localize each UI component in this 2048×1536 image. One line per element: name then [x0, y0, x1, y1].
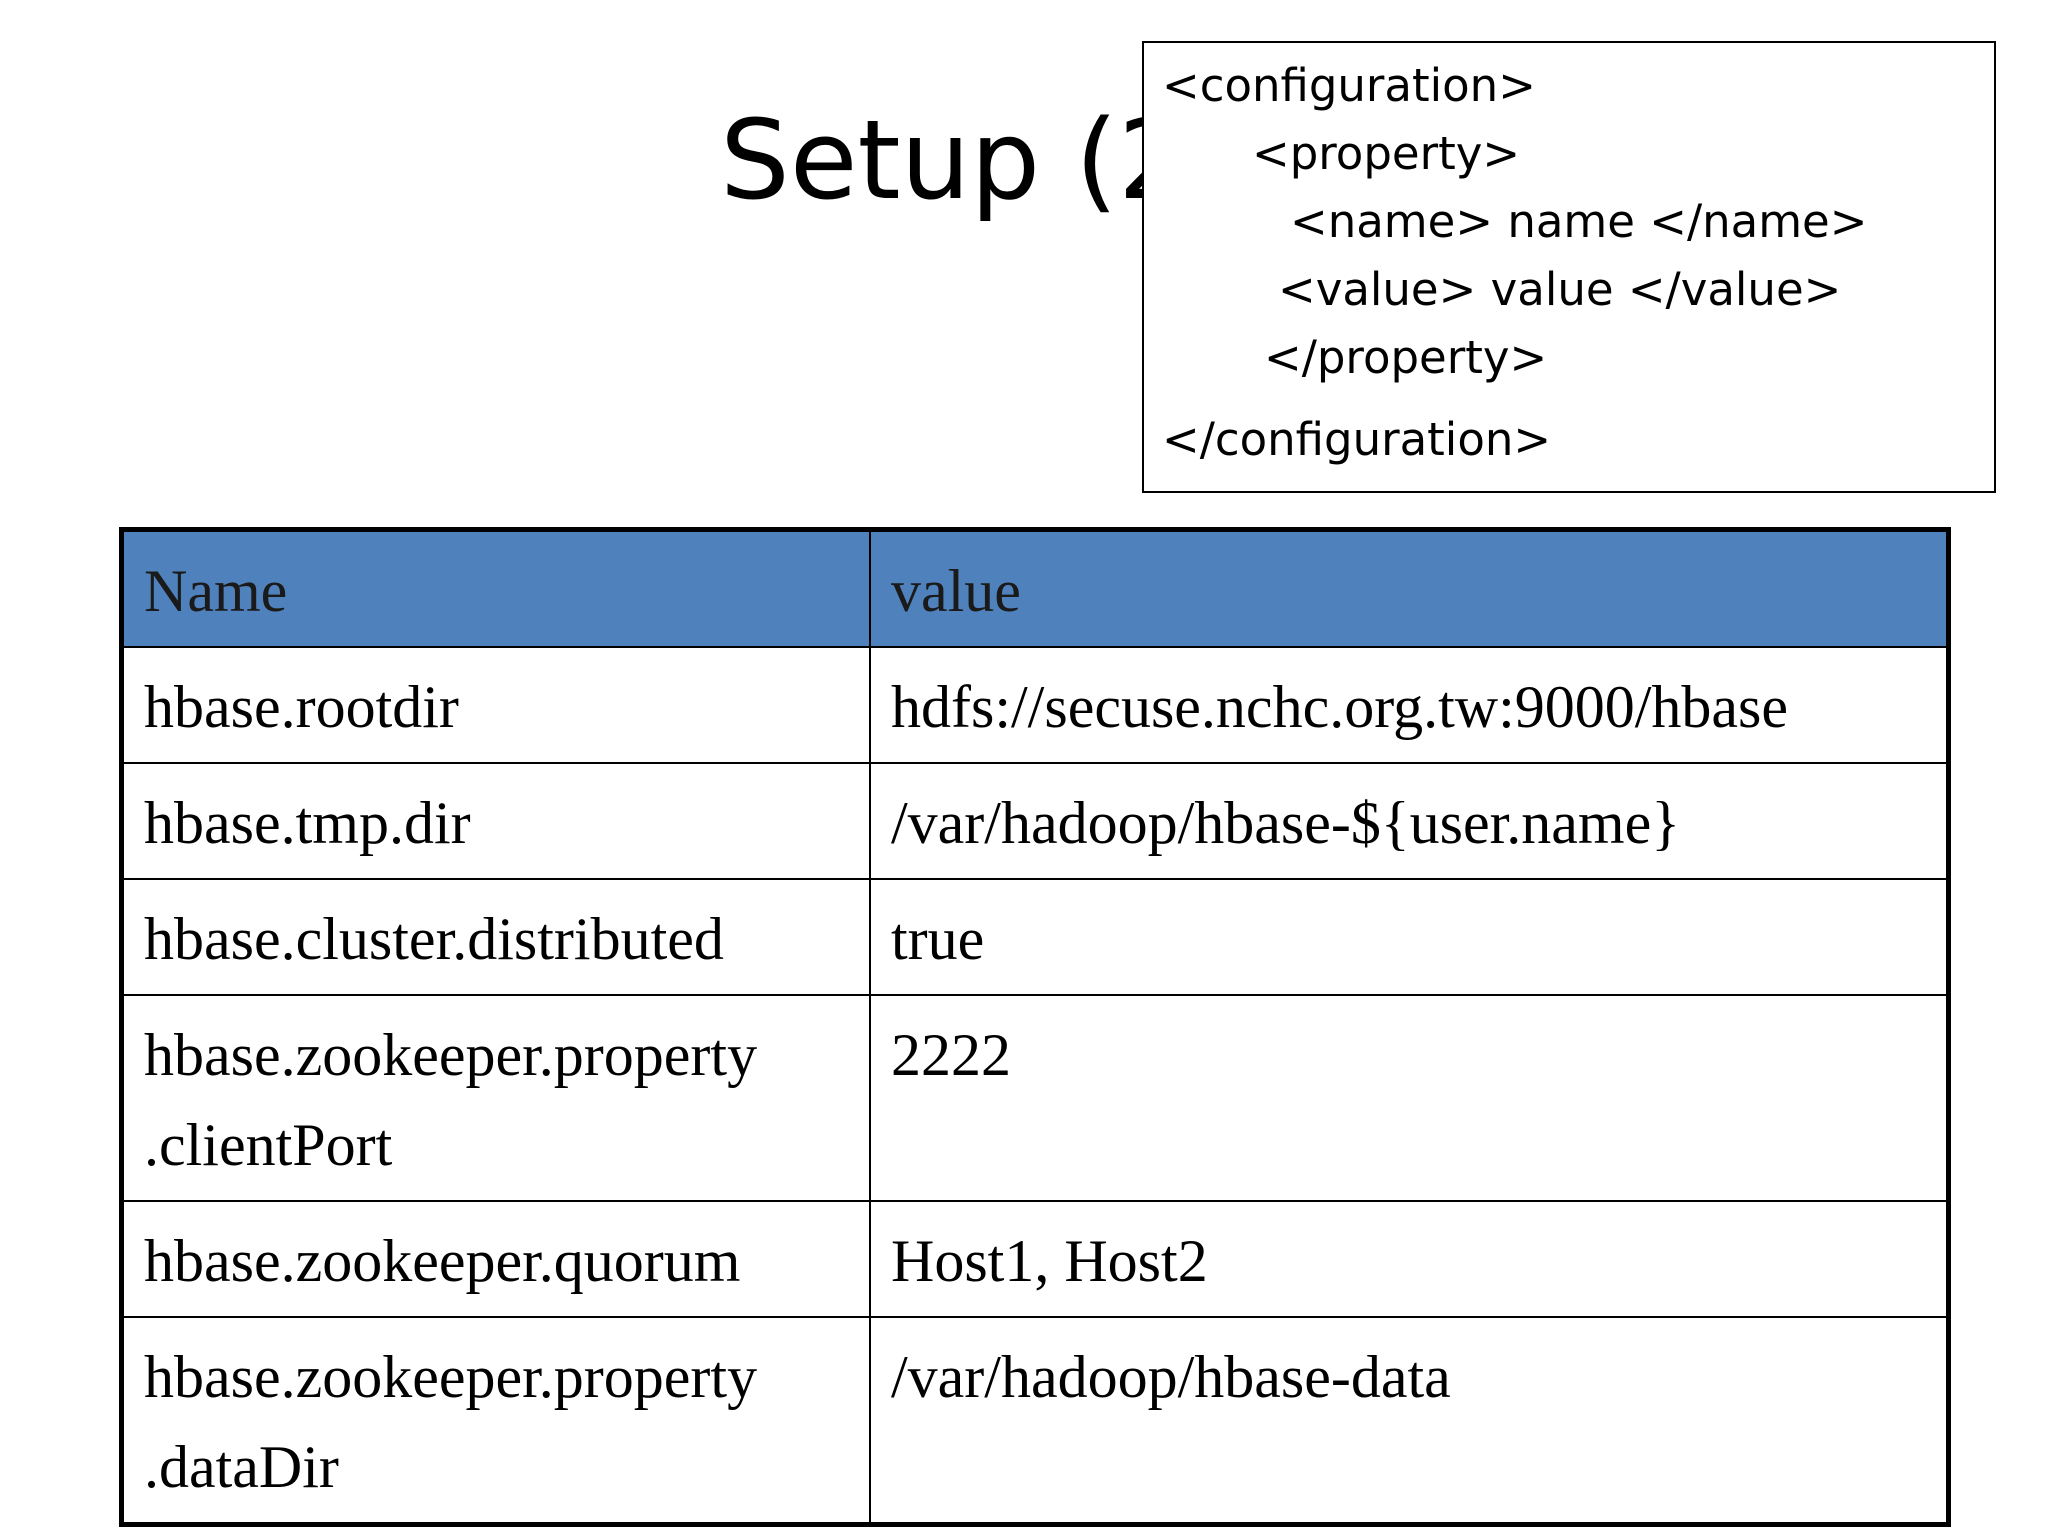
- cell-value: /var/hadoop/hbase-${user.name}: [869, 762, 1950, 880]
- cell-name: hbase.zookeeper.property .clientPort: [120, 994, 871, 1202]
- cell-value: true: [869, 878, 1950, 996]
- cell-name: hbase.zookeeper.quorum: [120, 1200, 871, 1318]
- table-header-row: Name value: [120, 528, 1950, 648]
- code-line: <property>: [1252, 127, 1521, 180]
- slide-title: Setup (2: [720, 96, 1189, 224]
- cell-name: hbase.tmp.dir: [120, 762, 871, 880]
- header-value: value: [869, 528, 1950, 648]
- hbase-config-table: Name value hbase.rootdir hdfs://secuse.n…: [119, 527, 1951, 1527]
- cell-value: hdfs://secuse.nchc.org.tw:9000/hbase: [869, 646, 1950, 764]
- cell-value: Host1, Host2: [869, 1200, 1950, 1318]
- table-row: hbase.cluster.distributed true: [120, 878, 1950, 996]
- cell-name: hbase.rootdir: [120, 646, 871, 764]
- config-xml-box: <configuration> <property> <name> name <…: [1142, 41, 1996, 493]
- table-row: hbase.tmp.dir /var/hadoop/hbase-${user.n…: [120, 762, 1950, 880]
- code-line: <name> name </name>: [1290, 195, 1868, 248]
- code-line: <value> value </value>: [1278, 263, 1842, 316]
- cell-value: /var/hadoop/hbase-data: [869, 1316, 1950, 1526]
- table-row: hbase.rootdir hdfs://secuse.nchc.org.tw:…: [120, 646, 1950, 764]
- cell-name: hbase.zookeeper.property .dataDir: [120, 1316, 871, 1526]
- cell-name: hbase.cluster.distributed: [120, 878, 871, 996]
- code-line: </configuration>: [1162, 413, 1552, 466]
- code-line: <configuration>: [1162, 59, 1536, 112]
- header-name: Name: [120, 528, 871, 648]
- code-line: </property>: [1264, 331, 1548, 384]
- table-row: hbase.zookeeper.quorum Host1, Host2: [120, 1200, 1950, 1318]
- cell-value: 2222: [869, 994, 1950, 1202]
- table-row: hbase.zookeeper.property .clientPort 222…: [120, 994, 1950, 1202]
- table-row: hbase.zookeeper.property .dataDir /var/h…: [120, 1316, 1950, 1526]
